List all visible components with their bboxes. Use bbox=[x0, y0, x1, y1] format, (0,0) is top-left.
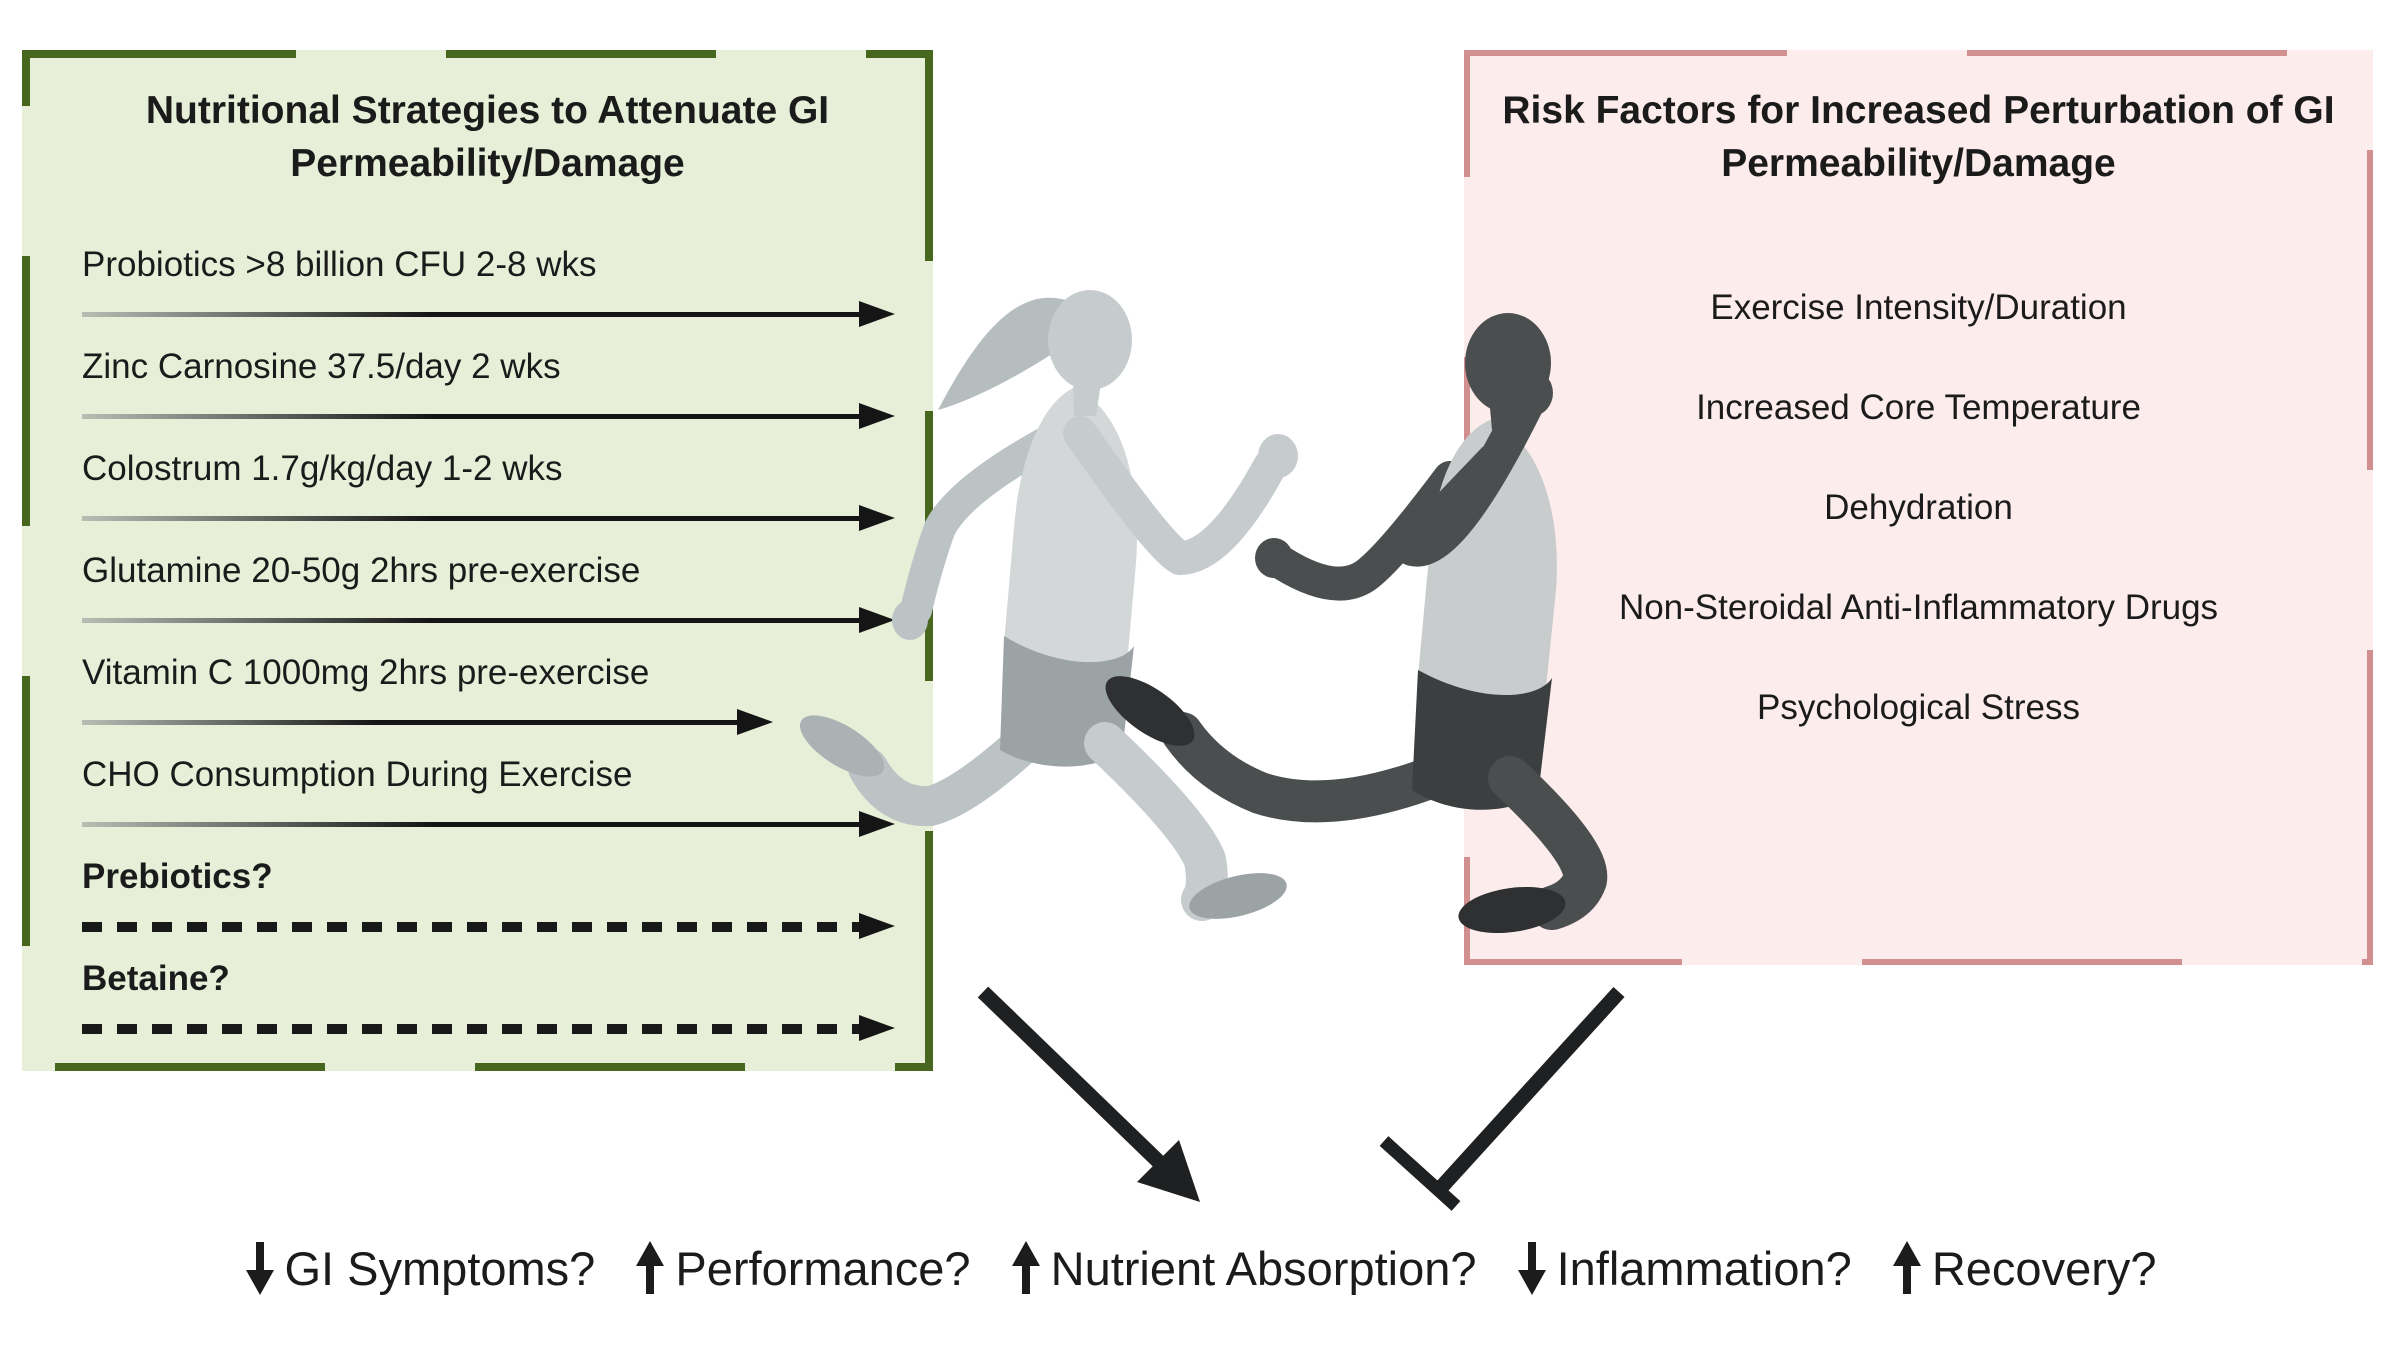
outcome-label: Recovery? bbox=[1931, 1241, 2157, 1295]
outcome-label: Inflammation? bbox=[1556, 1241, 1852, 1295]
female-front-shoe bbox=[1189, 873, 1287, 919]
left-panel-title: Nutritional Strategies to Attenuate GI P… bbox=[82, 84, 893, 190]
female-front-arm bbox=[1063, 416, 1287, 575]
strategy-item: CHO Consumption During Exercise bbox=[82, 754, 895, 838]
outcome-label: GI Symptoms? bbox=[284, 1241, 596, 1295]
strategy-label: Vitamin C 1000mg 2hrs pre-exercise bbox=[82, 653, 650, 693]
male-back-leg bbox=[1161, 712, 1456, 823]
two-runners-illustration bbox=[799, 290, 1608, 934]
outcome: Nutrient Absorption? bbox=[1010, 1240, 1477, 1296]
outcome-label: Performance? bbox=[675, 1241, 971, 1295]
solid-arrow-icon bbox=[82, 810, 895, 838]
strategy-item: Colostrum 1.7g/kg/day 1-2 wks bbox=[82, 448, 895, 532]
dashed-arrow-icon bbox=[82, 1014, 895, 1042]
strategy-item: Glutamine 20-50g 2hrs pre-exercise bbox=[82, 550, 895, 634]
strategy-label: Betaine? bbox=[82, 959, 230, 999]
right-panel-title: Risk Factors for Increased Perturbation … bbox=[1476, 84, 2361, 190]
up-arrow-icon bbox=[1011, 1241, 1040, 1294]
female-ponytail bbox=[938, 297, 1072, 410]
inhibits-t-bar bbox=[1379, 986, 1625, 1211]
dashed-arrow-icon bbox=[82, 912, 895, 940]
solid-arrow-icon bbox=[82, 402, 895, 430]
strategy-label: Colostrum 1.7g/kg/day 1-2 wks bbox=[82, 449, 563, 489]
outcome-label: Nutrient Absorption? bbox=[1050, 1241, 1477, 1295]
left-panel-title-line1: Nutritional Strategies to Attenuate GI bbox=[145, 89, 830, 132]
outcome: Inflammation? bbox=[1516, 1240, 1852, 1296]
risk-factors-panel: Risk Factors for Increased Perturbation … bbox=[1464, 50, 2373, 965]
nutritional-strategies-panel: Nutritional Strategies to Attenuate GI P… bbox=[22, 50, 933, 1071]
male-back-shoe bbox=[1105, 676, 1195, 746]
right-panel-title-line1: Risk Factors for Increased Perturbation … bbox=[1502, 89, 2335, 132]
outcome: Performance? bbox=[634, 1240, 971, 1296]
strategy-item: Probiotics >8 billion CFU 2-8 wks bbox=[82, 244, 895, 328]
female-head bbox=[1048, 290, 1132, 390]
strategy-item: Betaine? bbox=[82, 958, 895, 1042]
strategy-item: Vitamin C 1000mg 2hrs pre-exercise bbox=[82, 652, 893, 736]
strategy-label: CHO Consumption During Exercise bbox=[82, 755, 633, 795]
down-arrow-icon bbox=[245, 1242, 274, 1295]
strategy-label: Glutamine 20-50g 2hrs pre-exercise bbox=[82, 551, 641, 591]
solid-arrow-icon bbox=[82, 300, 895, 328]
promotes-arrow bbox=[977, 986, 1200, 1202]
right-panel-title-line2: Permeability/Damage bbox=[1721, 142, 2116, 186]
strategy-item: Prebiotics? bbox=[82, 856, 895, 940]
solid-arrow-icon bbox=[82, 606, 895, 634]
left-panel-title-line2: Permeability/Damage bbox=[290, 142, 685, 186]
strategy-item: Zinc Carnosine 37.5/day 2 wks bbox=[82, 346, 895, 430]
up-arrow-icon bbox=[1892, 1241, 1921, 1294]
outcome: Recovery? bbox=[1891, 1240, 2157, 1296]
strategy-label: Probiotics >8 billion CFU 2-8 wks bbox=[82, 245, 597, 285]
outcome: GI Symptoms? bbox=[244, 1240, 596, 1296]
up-arrow-icon bbox=[636, 1241, 665, 1294]
strategy-list: Probiotics >8 billion CFU 2-8 wks Zinc C… bbox=[82, 244, 895, 1042]
solid-arrow-icon bbox=[82, 504, 895, 532]
strategy-label: Prebiotics? bbox=[82, 857, 273, 897]
solid-arrow-icon bbox=[82, 708, 774, 736]
outcomes-line: GI Symptoms? Performance? Nutrient Absor… bbox=[0, 1240, 2400, 1307]
down-arrow-icon bbox=[1517, 1242, 1546, 1295]
strategy-label: Zinc Carnosine 37.5/day 2 wks bbox=[82, 347, 561, 387]
